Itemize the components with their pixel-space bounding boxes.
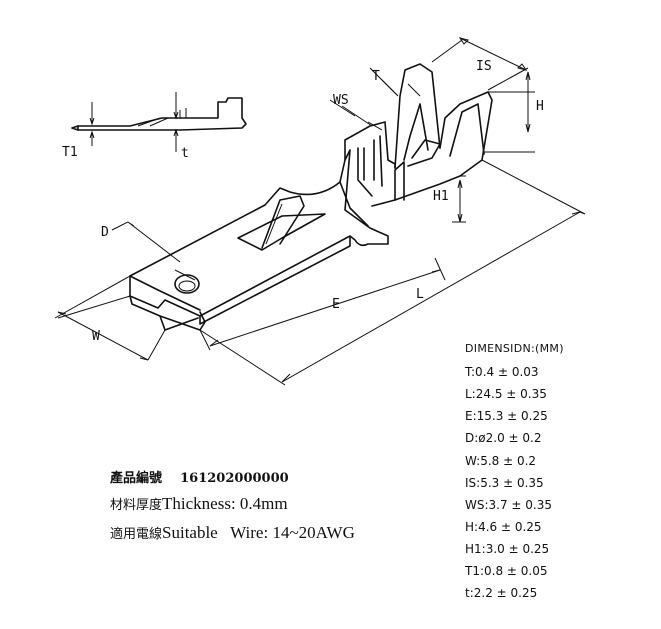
side-profile-view bbox=[71, 92, 247, 152]
dim-label-E: E bbox=[332, 297, 340, 312]
dim-label-IS: IS bbox=[476, 59, 492, 74]
part-number: 161202000000 bbox=[180, 471, 289, 486]
spec-D: D:ø2.0 ± 0.2 bbox=[465, 431, 542, 445]
dim-label-D: D bbox=[101, 225, 109, 240]
spec-T: T:0.4 ± 0.03 bbox=[465, 365, 539, 379]
wire-size-line: 適用電線Suitable Wire: 14~20AWG bbox=[110, 523, 355, 543]
product-number-line: 產品編號 161202000000 bbox=[110, 467, 289, 486]
spec-T1: T1:0.8 ± 0.05 bbox=[465, 564, 548, 578]
thickness-label: 材料厚度 bbox=[110, 498, 163, 513]
spec-t: t:2.2 ± 0.25 bbox=[465, 586, 538, 600]
dim-label-H1: H1 bbox=[433, 189, 449, 204]
spec-IS: IS:5.3 ± 0.35 bbox=[465, 476, 544, 490]
spec-E: E:15.3 ± 0.25 bbox=[465, 409, 548, 423]
part-number-label: 產品編號 bbox=[110, 471, 163, 486]
dimension-lines bbox=[54, 37, 586, 386]
spec-W: W:5.8 ± 0.2 bbox=[465, 454, 537, 468]
dimension-label-group: T WS IS H H1 D E L W T1 t bbox=[62, 59, 544, 344]
dim-label-L: L bbox=[416, 287, 424, 302]
dim-label-t: t bbox=[181, 146, 189, 161]
dim-label-T: T bbox=[372, 69, 380, 84]
dimension-table-title: DIMENSIDN:(MM) bbox=[465, 342, 564, 355]
thickness-line: 材料厚度Thickness: 0.4mm bbox=[110, 494, 288, 514]
thickness-value: Thickness: 0.4mm bbox=[162, 494, 288, 513]
dim-label-H: H bbox=[536, 99, 544, 114]
dim-label-W: W bbox=[92, 329, 100, 344]
spec-H1: H1:3.0 ± 0.25 bbox=[465, 542, 550, 556]
spec-WS: WS:3.7 ± 0.35 bbox=[465, 498, 553, 512]
dim-label-T1: T1 bbox=[62, 145, 78, 160]
wire-value: Suitable Wire: 14~20AWG bbox=[162, 523, 355, 542]
wire-label: 適用電線 bbox=[110, 527, 163, 542]
spec-H: H:4.6 ± 0.25 bbox=[465, 520, 542, 534]
dim-label-WS: WS bbox=[333, 93, 349, 108]
spec-L: L:24.5 ± 0.35 bbox=[465, 387, 547, 401]
